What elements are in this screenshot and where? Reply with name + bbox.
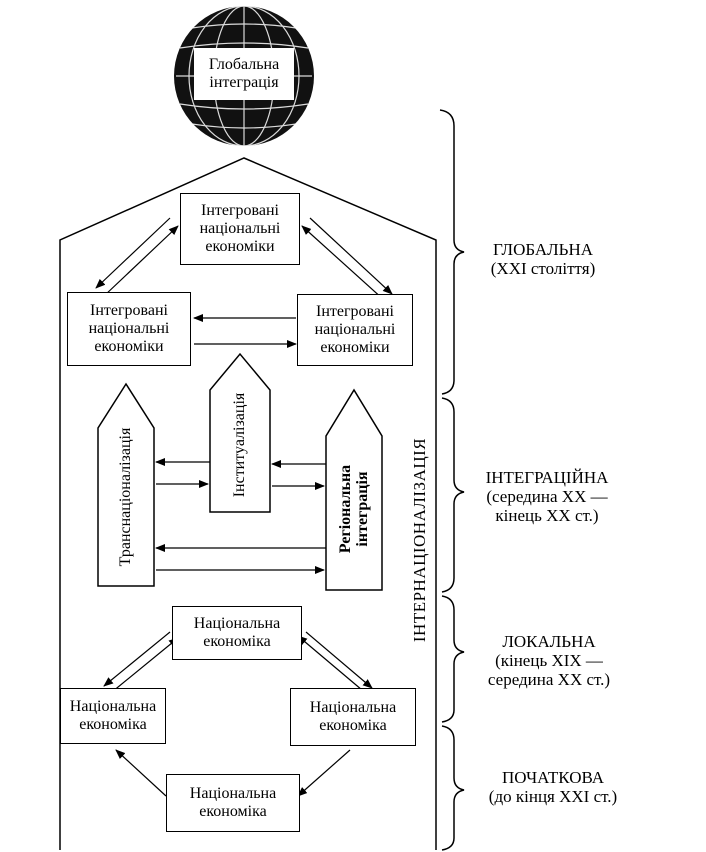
label-institutionalization: Інституалізація bbox=[231, 392, 248, 498]
house-outline bbox=[59, 157, 437, 850]
label-transnationalization: Транснаціоналізація bbox=[117, 427, 134, 567]
stage-initial: ПОЧАТКОВА(до кінця XXI ст.) bbox=[488, 768, 618, 806]
arrow-institutional bbox=[209, 352, 271, 513]
stage-braces bbox=[439, 109, 465, 851]
arrow-regional bbox=[325, 388, 383, 591]
globe-icon bbox=[174, 5, 314, 147]
internationalization-label: ІНТЕРНАЦІОНАЛІЗАЦІЯ bbox=[410, 437, 429, 643]
stage-global: ГЛОБАЛЬНА(XXI століття) bbox=[490, 240, 596, 278]
stage-local: ЛОКАЛЬНА(кінець XIX —середина XX ст.) bbox=[487, 632, 611, 689]
stage-integration: ІНТЕГРАЦІЙНА(середина XX —кінець XX ст.) bbox=[485, 468, 609, 525]
arrow-transnational bbox=[97, 382, 155, 587]
